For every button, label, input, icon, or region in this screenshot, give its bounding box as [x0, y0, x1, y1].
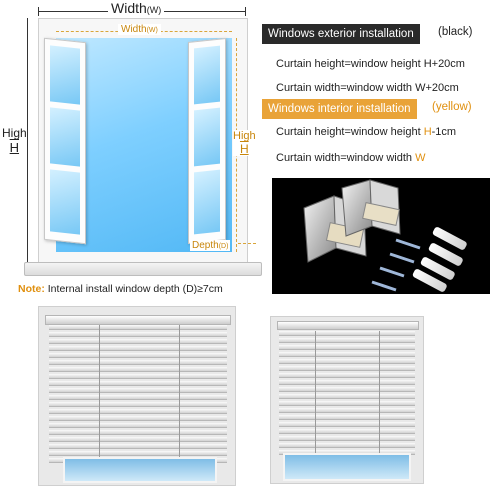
exterior-width-formula: Curtain width=window width W+20cm — [276, 82, 459, 94]
blind-headrail — [45, 315, 231, 325]
interior-install-window — [270, 316, 424, 484]
outer-width-tick-left — [38, 7, 39, 16]
inner-width-unit: (W) — [146, 27, 158, 34]
blind-cord — [315, 331, 316, 455]
outer-height-unit: H — [9, 140, 20, 155]
blind-slats — [279, 331, 415, 455]
hardware-illustration — [303, 179, 467, 292]
inner-height-unit: H — [239, 142, 249, 156]
outer-width-tick-right — [245, 7, 246, 16]
interior-suffix: (yellow) — [432, 101, 472, 113]
outer-height-label: High H — [2, 126, 27, 155]
hardware-photo — [272, 178, 490, 294]
depth-line — [238, 243, 256, 244]
bracket-icon — [341, 179, 401, 237]
note: Note: Internal install window depth (D)≥… — [18, 283, 223, 295]
interior-width-formula: Curtain width=window width W — [276, 152, 426, 164]
interior-height-formula: Curtain height=window height H-1cm — [276, 126, 457, 138]
depth-unit: (D) — [218, 243, 229, 250]
blind-wand — [379, 331, 380, 455]
window-view — [63, 457, 217, 483]
depth-label: Depth(D) — [190, 240, 231, 251]
blind-headrail — [277, 321, 419, 330]
exterior-title: Windows exterior installation — [268, 28, 414, 40]
blind-cord — [99, 325, 100, 463]
right-sash — [188, 38, 226, 244]
outer-width-text: Width — [111, 0, 147, 16]
inner-width-text: Width — [121, 24, 147, 35]
outer-width-label: Width(W) — [108, 0, 165, 16]
blind-slats — [49, 325, 227, 463]
exterior-install-window — [38, 306, 236, 486]
depth-text: Depth — [192, 240, 219, 251]
outer-height-text: High — [2, 126, 27, 140]
screw-icon — [371, 238, 421, 292]
interior-title: Windows interior installation — [268, 103, 411, 115]
outer-height-line — [27, 18, 28, 262]
window-sill — [24, 262, 262, 276]
exterior-tag: Windows exterior installation — [262, 24, 420, 44]
blind-wand — [179, 325, 180, 463]
note-label: Note: — [18, 283, 45, 295]
note-text: Internal install window depth (D)≥7cm — [47, 283, 223, 295]
window-view — [283, 453, 411, 481]
anchor-icon — [412, 227, 467, 292]
exterior-suffix: (black) — [438, 26, 473, 38]
outer-width-unit: (W) — [146, 5, 162, 15]
inner-width-label: Width(W) — [118, 24, 161, 35]
inner-height-label: High H — [233, 130, 256, 156]
interior-tag: Windows interior installation — [262, 99, 417, 119]
inner-height-text: High — [233, 130, 256, 142]
exterior-height-formula: Curtain height=window height H+20cm — [276, 58, 465, 70]
left-sash — [44, 37, 86, 245]
